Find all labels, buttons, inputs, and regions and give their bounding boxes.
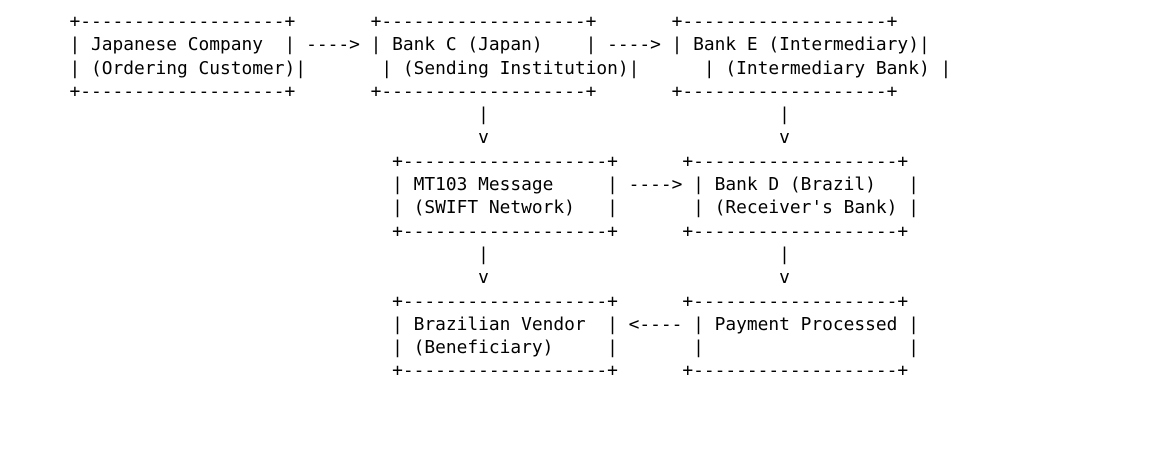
ascii-flow-diagram: +-------------------+ +-----------------…: [69, 11, 952, 382]
